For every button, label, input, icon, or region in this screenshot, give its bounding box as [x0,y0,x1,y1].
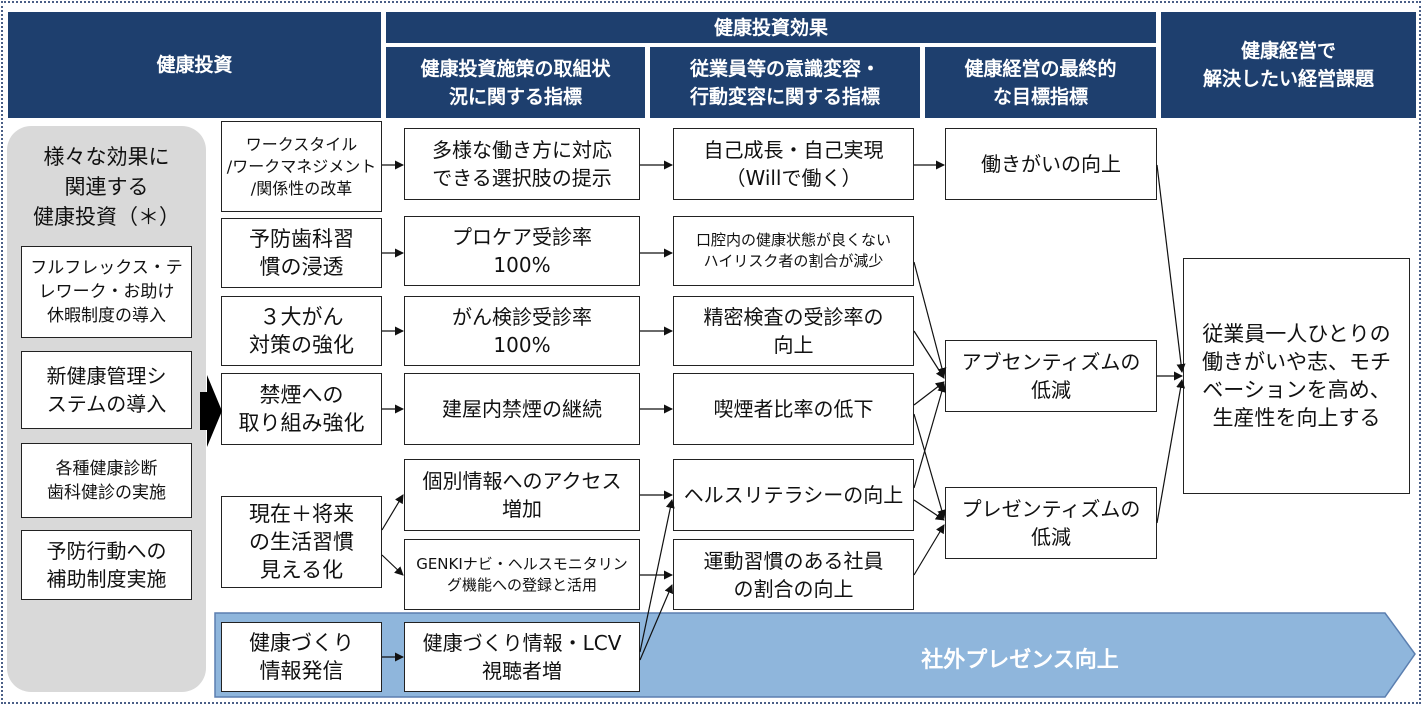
initiative-dental: 予防歯科習 慣の浸透 [221,218,382,288]
policy-cancer-screening-rate: がん検診受診率 100% [404,296,640,366]
investment-item-flex: フルフレックス・テ レワーク・お助け 休暇制度の導入 [21,246,192,338]
final-presenteeism: プレゼンティズムの 低減 [945,487,1157,559]
final-engagement: 働きがいの向上 [945,128,1157,200]
policy-procare-rate: プロケア受診率 100% [404,216,640,286]
initiative-smoking: 禁煙への 取り組み強化 [221,373,382,445]
policy-lcv-viewers: 健康づくり情報・LCV 視聴者増 [404,622,640,692]
initiative-health-info: 健康づくり 情報発信 [221,622,382,692]
investment-item-health-system: 新健康管理シ ステムの導入 [21,351,192,429]
header-issues: 健康経営で 解決したい経営課題 [1161,12,1416,118]
behavior-exercise-habit: 運動習慣のある社員 の割合の向上 [673,539,914,610]
investment-item-checkups: 各種健康診断 歯科健診の実施 [21,443,192,518]
header-investment: 健康投資 [8,12,381,118]
initiative-lifestyle: 現在＋将来 の生活習慣 見える化 [221,496,382,588]
behavior-exam-rate: 精密検査の受診率の 向上 [673,296,914,366]
behavior-self-growth: 自己成長・自己実現 （Willで働く） [673,128,914,200]
header-effect: 健康投資効果 [386,12,1156,43]
behavior-oral-health: 口腔内の健康状態が良くない ハイリスク者の割合が減少 [673,216,914,286]
initiative-cancer: ３大がん 対策の強化 [221,296,382,366]
band-label: 社外プレゼンス向上 [921,648,1119,673]
management-issue: 従業員一人ひとりの 働きがいや志、モチ ベーションを高め、 生産性を向上する [1183,258,1410,494]
panel-title: 様々な効果に 関連する 健康投資（＊） [33,145,180,229]
initiative-workstyle: ワークスタイル /ワークマネジメント /関係性の改革 [221,121,382,212]
policy-info-access: 個別情報へのアクセス 増加 [404,459,640,531]
behavior-smoker-ratio: 喫煙者比率の低下 [673,373,914,445]
header-policy-metrics: 健康投資施策の取組状 況に関する指標 [386,47,645,118]
policy-indoor-no-smoking: 建屋内禁煙の継続 [404,373,640,445]
behavior-health-literacy: ヘルスリテラシーの向上 [673,459,914,531]
header-final-metrics: 健康経営の最終的 な目標指標 [925,47,1156,118]
final-absenteeism: アブセンティズムの 低減 [945,340,1157,412]
policy-flexible-options: 多様な働き方に対応 できる選択肢の提示 [404,128,640,200]
investment-item-subsidy: 予防行動への 補助制度実施 [21,530,192,600]
header-behavior-metrics: 従業員等の意識変容・ 行動変容に関する指標 [650,47,920,118]
policy-genki-navi: GENKIナビ・ヘルスモニタリン グ機能への登録と活用 [404,539,640,610]
